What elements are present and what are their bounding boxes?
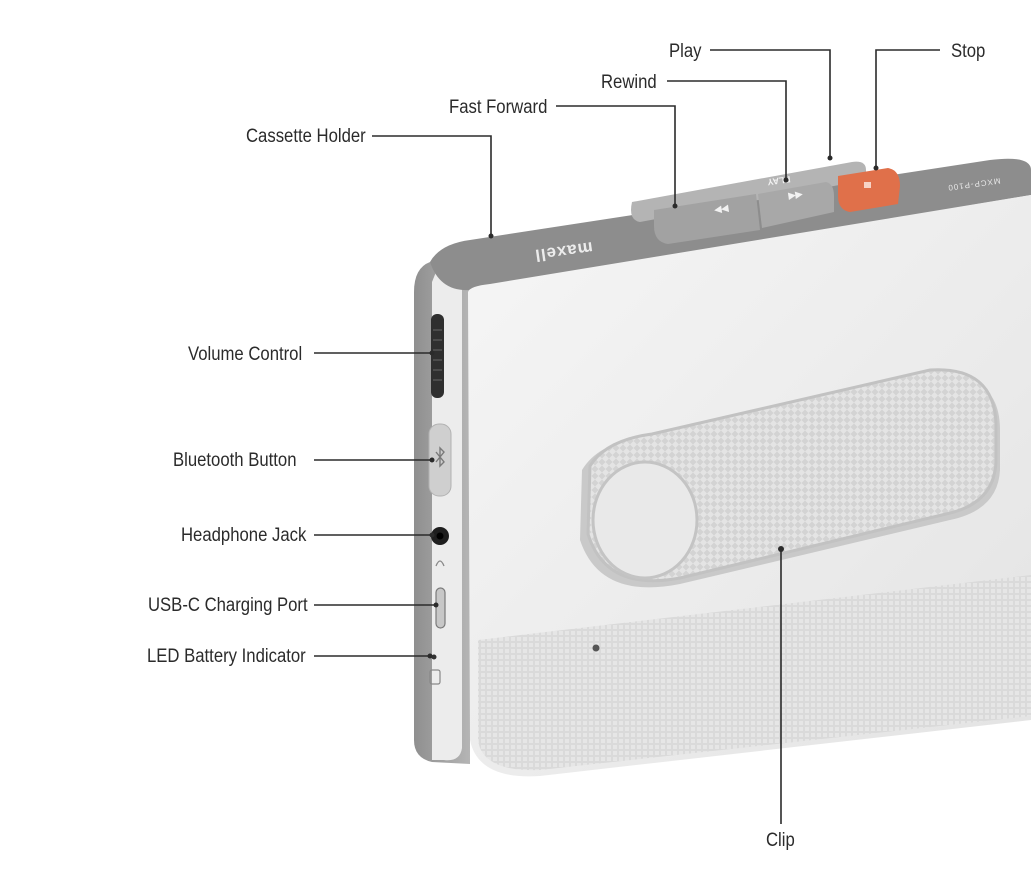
callout-rewind-label: Rewind [601,71,657,92]
fast-forward-button[interactable] [654,194,760,244]
callout-play-point [827,155,833,161]
clip-pivot [591,460,699,580]
callout-volume-control-label: Volume Control [188,343,302,364]
callout-headphone-jack-point [429,532,435,538]
callout-led-battery-indicator-point [427,653,433,659]
callout-clip: Clip [766,546,795,850]
callout-fast-forward-leader [556,105,676,206]
fast-forward-button-mark: ▶▶ [713,204,730,216]
volume-wheel[interactable] [431,314,444,398]
callout-stop-point [873,165,879,171]
callout-play: Play [669,40,833,161]
callout-rewind: Rewind [601,71,789,183]
callout-bluetooth-button-point [429,457,435,463]
rewind-button[interactable] [758,182,834,228]
callout-clip-point [778,546,784,552]
callout-cassette-holder: Cassette Holder [246,125,494,239]
stop-button[interactable] [838,168,900,212]
headphone-jack-inner [436,532,444,540]
callout-clip-label: Clip [766,829,795,850]
speaker-grille [478,575,1031,771]
volume-wheel-ridges [433,329,442,381]
led-battery-indicator [431,654,437,660]
callout-rewind-point [783,177,789,183]
play-button-mark: PLAY [767,174,791,187]
callout-headphone-jack-label: Headphone Jack [181,524,306,545]
callout-bluetooth-button: Bluetooth Button [173,449,435,470]
callout-volume-control: Volume Control [188,343,435,364]
callout-stop: Stop [873,40,985,171]
transport-buttons: PLAY ▶▶ ◀◀ [631,161,900,244]
callout-play-label: Play [669,40,702,61]
callout-cassette-holder-label: Cassette Holder [246,125,366,146]
callout-volume-control-point [429,350,435,356]
callouts: Play Stop Rewind Fast Forward Cassette H… [147,40,985,850]
headphone-icon [435,560,445,567]
callout-rewind-leader [667,80,787,180]
callout-usb-c-charging-port-label: USB-C Charging Port [148,594,308,615]
callout-fast-forward-label: Fast Forward [449,96,547,117]
callout-stop-leader [875,49,940,168]
callout-fast-forward-point [672,203,678,209]
callout-headphone-jack: Headphone Jack [181,524,435,545]
callout-bluetooth-button-label: Bluetooth Button [173,449,296,470]
stop-button-mark [864,182,871,188]
callout-usb-c-charging-port-point [433,602,439,608]
battery-icon [429,669,441,685]
cassette-player: maxell MXCP-P100 PLAY ▶▶ ◀◀ [414,158,1031,777]
rewind-button-mark: ◀◀ [787,190,804,202]
callout-usb-c-charging-port: USB-C Charging Port [148,594,439,615]
usb-c-port[interactable] [435,587,446,629]
callout-fast-forward: Fast Forward [449,96,678,209]
grille-screw [592,644,600,652]
bluetooth-icon [435,446,445,468]
belt-clip [580,368,1000,588]
callout-cassette-holder-point [488,233,494,239]
callout-led-battery-indicator-label: LED Battery Indicator [147,645,306,666]
callout-cassette-holder-leader [372,135,492,236]
callout-led-battery-indicator: LED Battery Indicator [147,645,433,666]
callout-play-leader [710,49,831,158]
callout-stop-label: Stop [951,40,985,61]
